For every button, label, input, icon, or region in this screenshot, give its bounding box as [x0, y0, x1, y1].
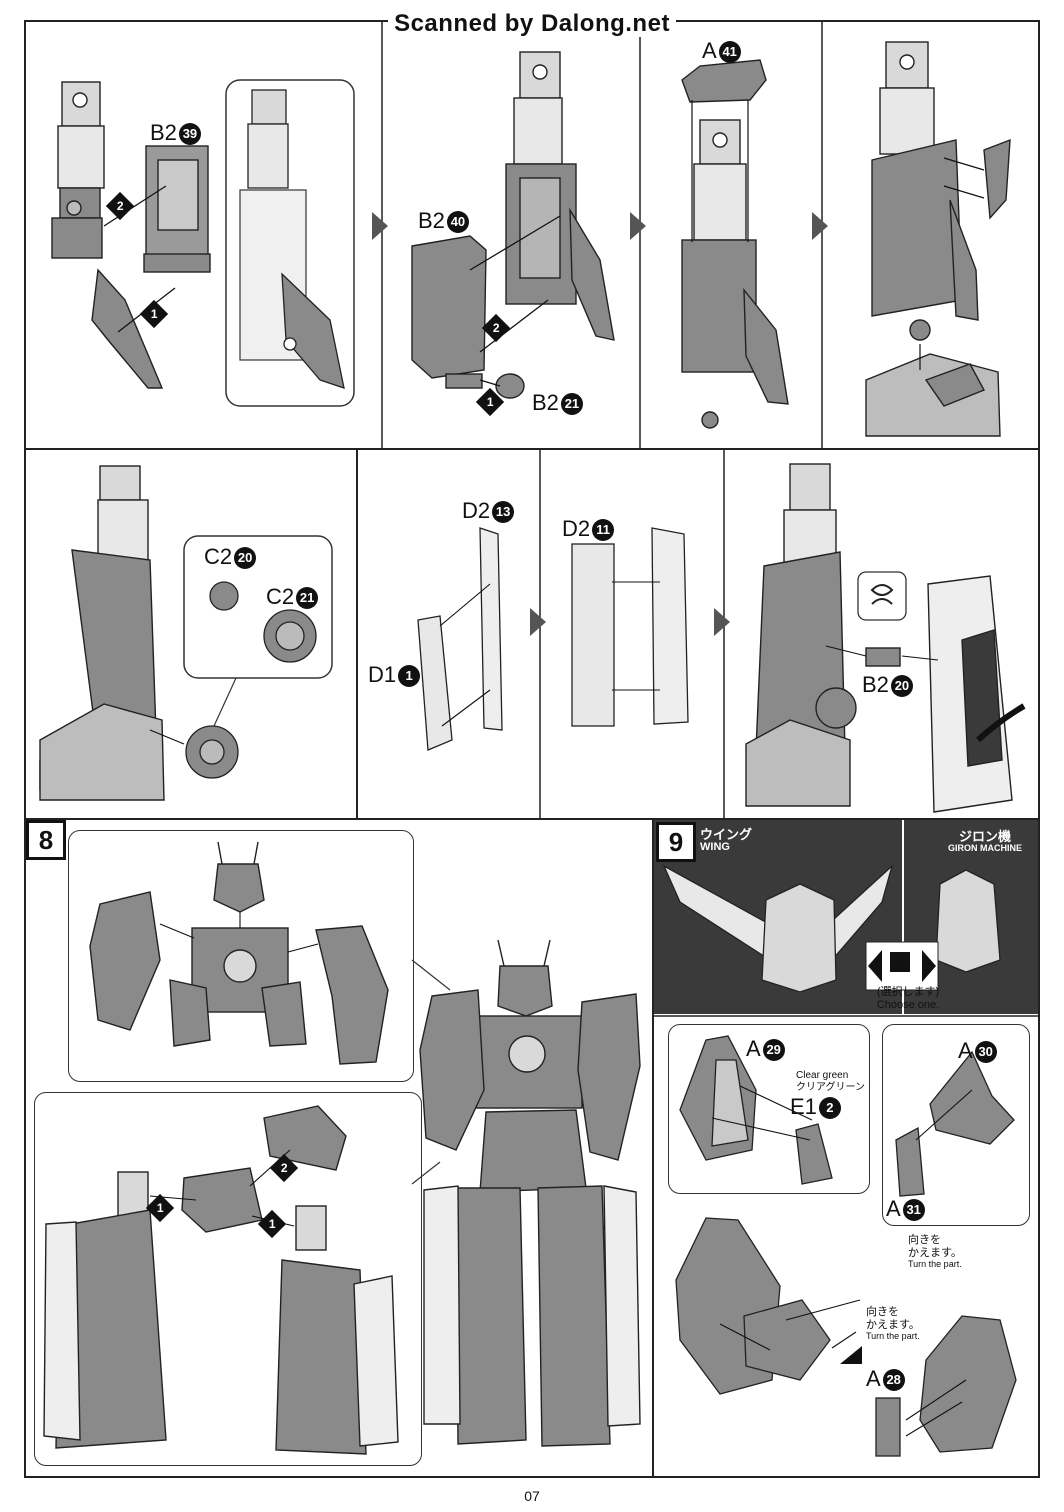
choose-en: Choose one.	[876, 998, 940, 1011]
clear-green-note: Clear green クリアグリーン	[796, 1070, 865, 1093]
wing-label: ウイング WING	[700, 828, 752, 853]
turn-part-note-1: 向きを かえます。 Turn the part.	[908, 1234, 962, 1270]
step-number-badge: 9	[656, 822, 696, 862]
process-arrow-icon	[530, 608, 546, 636]
watermark-title: Scanned by Dalong.net	[0, 10, 1064, 38]
turn-part-note-2: 向きを かえます。 Turn the part.	[866, 1306, 920, 1342]
choose-jp: (選択します)	[876, 986, 940, 998]
inset-illustration	[239, 89, 345, 389]
giron-label-en: GIRON MACHINE	[948, 842, 1022, 853]
giron-label-jp: ジロン機	[958, 829, 1011, 844]
choose-one-note: (選択します) Choose one.	[872, 986, 944, 1011]
process-arrow-icon	[630, 212, 646, 240]
step-number-badge: 8	[26, 820, 66, 860]
wing-label-en: WING	[700, 840, 730, 853]
clear-green-jp: クリアグリーン	[796, 1081, 865, 1093]
arrow-lines-2	[469, 215, 561, 387]
giron-label: ジロン機 GIRON MACHINE	[940, 830, 1030, 853]
arrow-lines-3	[691, 100, 749, 242]
process-arrow-icon	[812, 212, 828, 240]
leg-part-illustration	[51, 81, 211, 389]
process-arrow-icon	[372, 212, 388, 240]
arrow-lines-4	[919, 157, 985, 370]
leg-assembly-4	[865, 41, 1011, 437]
wing-label-jp: ウイング	[700, 827, 753, 842]
watermark-text: Scanned by Dalong.net	[388, 10, 676, 37]
leg-assembly-3	[681, 59, 789, 429]
clear-green-en: Clear green	[796, 1070, 849, 1081]
process-arrow-icon	[714, 608, 730, 636]
page-number: 07	[524, 1488, 540, 1504]
